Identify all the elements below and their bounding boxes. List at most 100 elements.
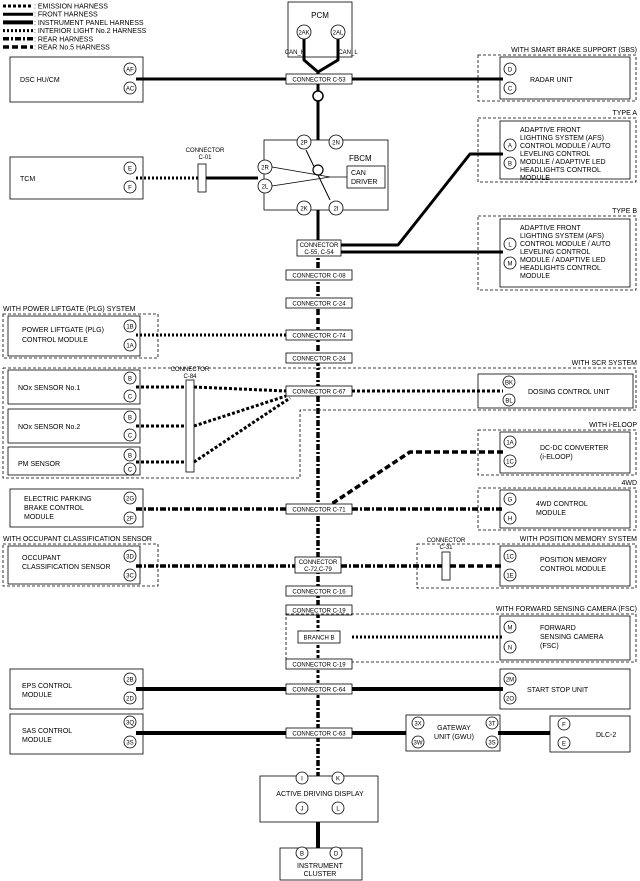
pin-label: 2L [262, 185, 269, 191]
dcdc-module [499, 431, 631, 474]
connector-label: CONNECTOR [300, 243, 339, 249]
pos-mem-module [499, 545, 631, 587]
connector-label: CONNECTOR C-16 [292, 590, 346, 596]
tcm-module [9, 156, 144, 200]
pin-label: B [128, 416, 132, 422]
pin-terminal [296, 134, 312, 150]
pin-label: 1C [506, 460, 514, 466]
group-pos-mem-label: WITH POSITION MEMORY SYSTEM [520, 536, 637, 543]
pin-label: BL [505, 399, 513, 405]
pin-terminal [485, 735, 499, 749]
pin-terminal [502, 393, 516, 407]
pin-label: L [336, 807, 340, 813]
pin-terminal [123, 161, 137, 175]
pin-terminal [503, 672, 517, 686]
pin-label: 3S [488, 741, 495, 747]
group-pos-mem-border [416, 543, 637, 589]
group-fsc-label: WITH FORWARD SENSING CAMERA (FSC) [496, 606, 637, 613]
pin-label: 1A [126, 344, 133, 350]
connector-label: CONNECTOR C-24 [292, 357, 346, 363]
can-driver-label: DRIVER [351, 179, 377, 186]
pin-label: N [508, 646, 512, 652]
group-ocs-label: WITH OCCUPANT CLASSIFICATION SENSOR [3, 536, 152, 543]
pin-terminal [123, 568, 137, 582]
pin-label: 2I [333, 207, 338, 213]
dcdc-label: DC-DC CONVERTER [540, 445, 608, 452]
epb-label: MODULE [24, 514, 54, 521]
pin-terminal [123, 319, 137, 333]
afs-type-a-label: ADAPTIVE FRONT [520, 127, 581, 134]
pin-terminal [123, 448, 137, 462]
pin-terminal [329, 846, 343, 860]
radar-module [499, 56, 631, 100]
pin-terminal [503, 640, 517, 654]
branch-b [297, 630, 341, 644]
pin-terminal [123, 549, 137, 563]
pin-terminal [123, 371, 137, 385]
pin-terminal [295, 846, 309, 860]
connector-label: CONNECTOR C-63 [292, 732, 346, 738]
pin-label: 1E [506, 574, 513, 580]
group-fsc-border [285, 613, 637, 663]
pin-terminal [123, 511, 137, 525]
pin-terminal [503, 138, 517, 152]
pin-label: AF [126, 68, 134, 74]
pin-terminal [503, 454, 517, 468]
ocs-label: OCCUPANT [22, 555, 61, 562]
internal-line [271, 166, 331, 178]
connector-c71 [285, 503, 353, 515]
pin-terminal [123, 410, 137, 424]
pin-label: 2AL [333, 31, 344, 37]
pin-terminal [123, 62, 137, 76]
legend-label: : REAR HARNESS [34, 36, 93, 43]
connector-c31 [441, 551, 451, 581]
group-type-b-label: TYPE B [612, 208, 637, 215]
pin-label: B [128, 454, 132, 460]
connector-label: CONNECTOR C-64 [292, 688, 346, 694]
pin-terminal [411, 716, 425, 730]
pin-label: F [128, 186, 132, 192]
legend-label: : INTERIOR LIGHT No.2 HARNESS [34, 28, 147, 35]
gateway-label: GATEWAY [437, 725, 471, 732]
sas-label: MODULE [22, 737, 52, 744]
plg-label: CONTROL MODULE [22, 337, 88, 344]
connector-label: C-72,C-79 [304, 567, 332, 573]
connector-c19b [285, 658, 353, 670]
connector-c01-label: CONNECTOR [186, 148, 225, 154]
pin-terminal [123, 338, 137, 352]
pin-label: C [128, 468, 133, 474]
afs-type-b-label: HEADLIGHTS CONTROL [520, 265, 601, 272]
pin-terminal [123, 672, 137, 686]
afs-type-b-label: ADAPTIVE FRONT [520, 225, 581, 232]
cluster-label: CLUSTER [304, 871, 337, 878]
connector-c08 [285, 269, 353, 281]
can-h-label: CAN_H [285, 50, 305, 56]
pin-terminal [296, 200, 312, 216]
pin-label: B [128, 377, 132, 383]
connector-label: CONNECTOR C-19 [292, 663, 346, 669]
connector-label: CONNECTOR [299, 560, 338, 566]
pin-terminal [557, 736, 571, 750]
pin-label: A [508, 144, 512, 150]
pin-label: BK [505, 381, 513, 387]
group-scr-border [2, 367, 637, 479]
pin-terminal [503, 435, 517, 449]
dcdc-wire [329, 450, 503, 507]
pin-label: G [508, 498, 513, 504]
group-scr-label: WITH SCR SYSTEM [572, 360, 638, 367]
nox1-label: NOx SENSOR No.1 [18, 385, 80, 392]
fbcm-label: FBCM [349, 154, 372, 163]
pin-label: 2G [126, 497, 134, 503]
pin-label: M [508, 262, 513, 268]
pin-terminal [503, 511, 517, 525]
pin-terminal [503, 237, 517, 251]
c84-wire-3 [193, 396, 291, 464]
ocs-module [7, 545, 141, 585]
pin-terminal [503, 256, 517, 270]
pin-label: 2F [126, 517, 133, 523]
connector-c31-label: CONNECTOR [427, 538, 466, 544]
plg-module [7, 315, 141, 357]
twisted-pair-mark [312, 90, 324, 102]
dlc-label: DLC-2 [596, 732, 616, 739]
legend-label: : INSTRUMENT PANEL HARNESS [34, 20, 144, 27]
